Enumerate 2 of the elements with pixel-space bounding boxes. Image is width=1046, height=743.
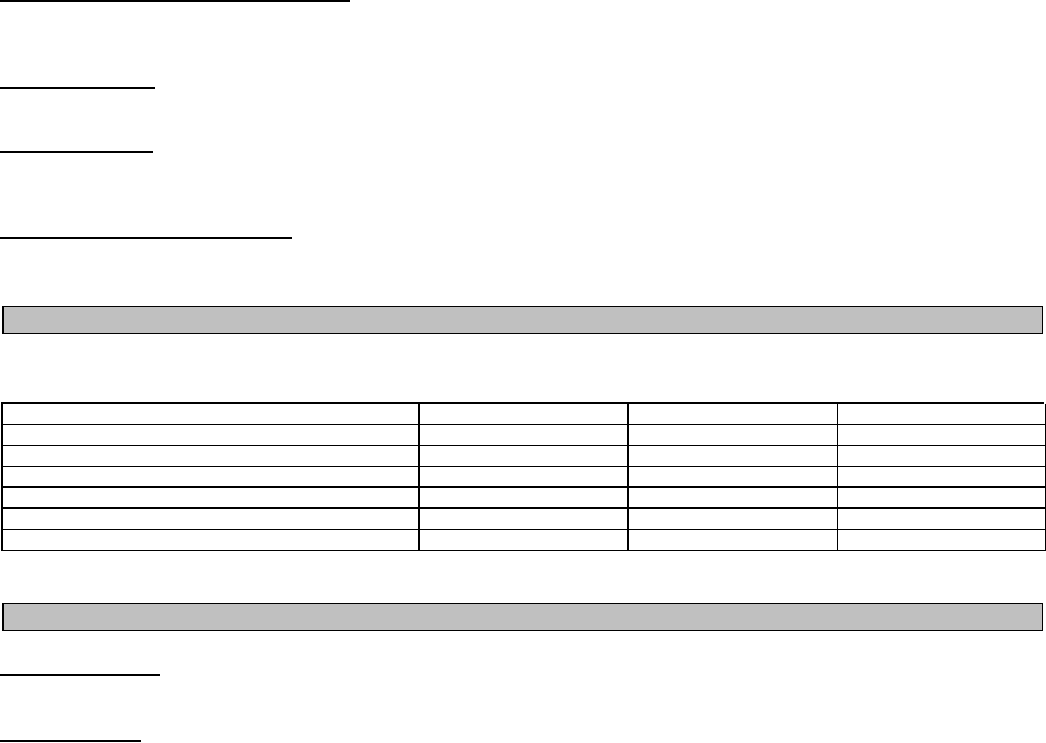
section-header-bar bbox=[2, 603, 1043, 631]
section-header-bar bbox=[2, 306, 1043, 334]
